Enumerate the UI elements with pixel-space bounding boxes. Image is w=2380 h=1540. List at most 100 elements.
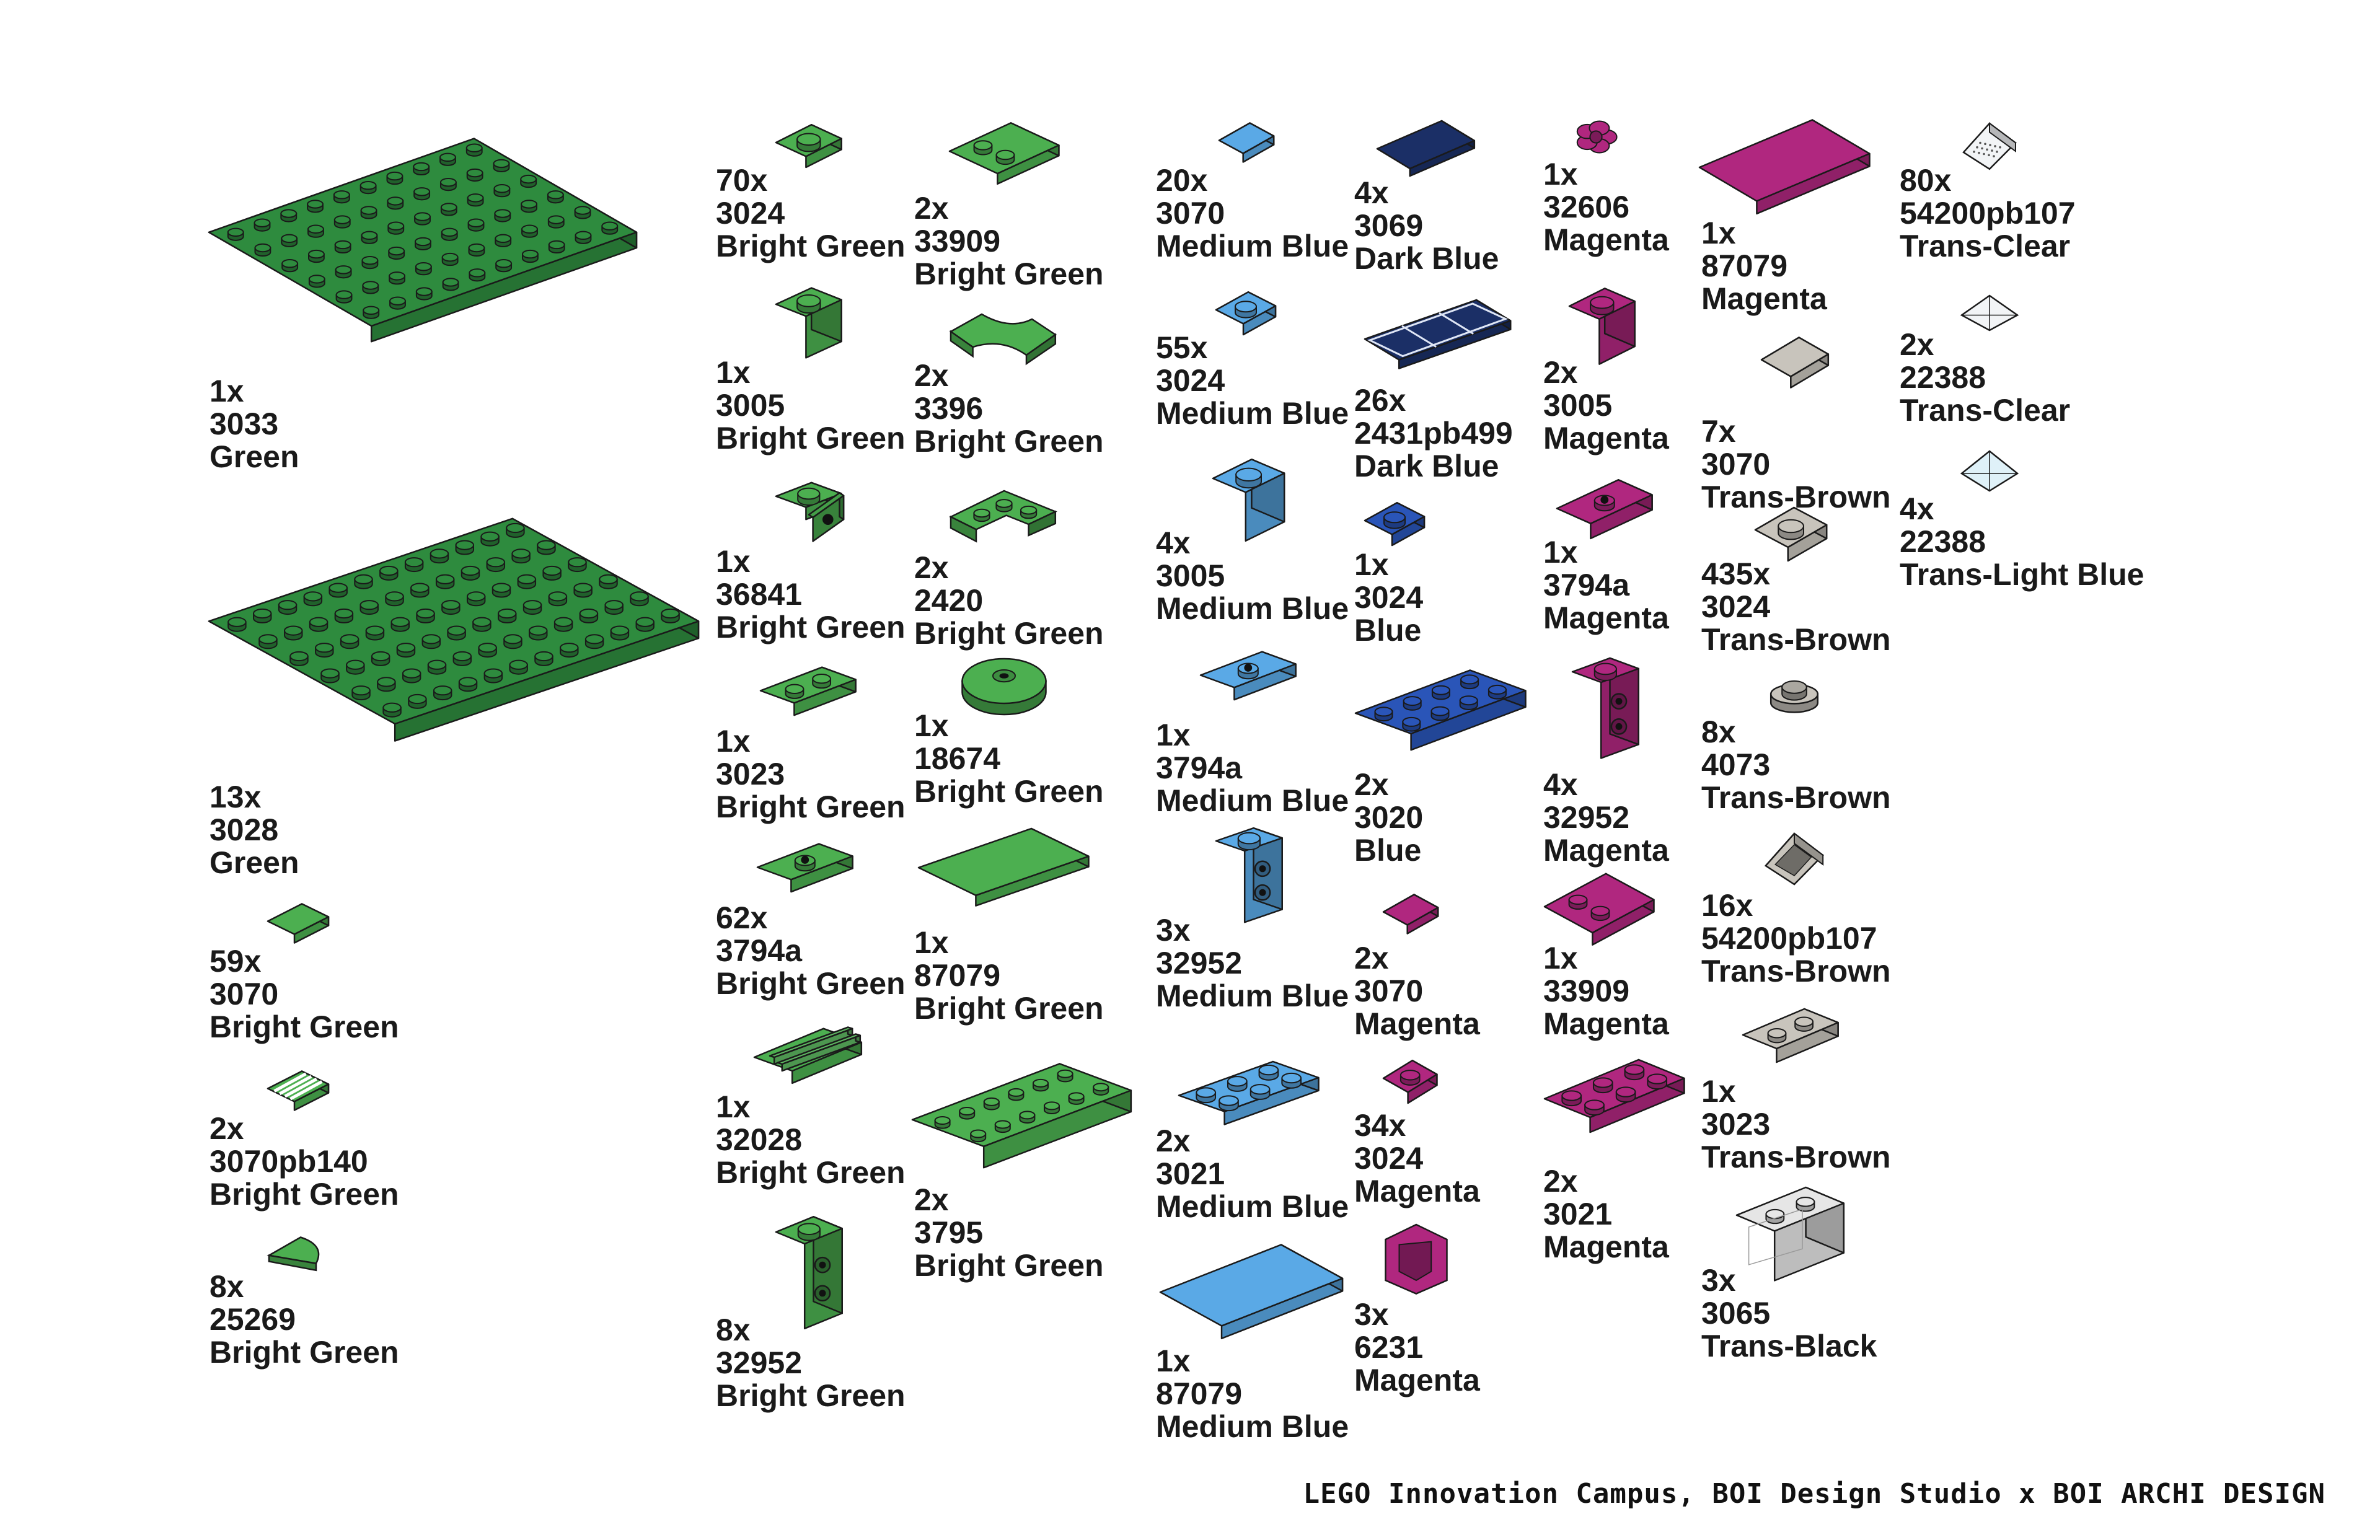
plate-stud — [334, 608, 354, 623]
inner-wall — [1748, 1208, 1803, 1265]
part-color-name: Medium Blue — [1156, 783, 1349, 818]
part-color-name: Blue — [1354, 833, 1422, 868]
plate-stud — [579, 608, 599, 623]
brick-stud — [1796, 1197, 1815, 1212]
part-color-name: Bright Green — [716, 1155, 906, 1190]
print-dot — [1983, 152, 1985, 156]
brick-1x1-icon — [1568, 288, 1636, 365]
plate-stud — [517, 574, 537, 589]
part-number: 32606 — [1543, 190, 1630, 224]
plate-stud — [359, 180, 377, 195]
side-stud-hole — [1259, 865, 1266, 873]
part-number: 33909 — [914, 224, 1001, 258]
part-number: 3070pb140 — [209, 1144, 368, 1179]
part-number: 3794a — [1156, 750, 1243, 785]
tile-quarter-round-icon — [267, 1236, 320, 1272]
plate-stud — [661, 608, 680, 623]
print-stripe — [273, 1072, 307, 1093]
brick-stud — [797, 1223, 821, 1241]
plate-stud — [495, 234, 512, 247]
brick-1x1-icon — [1212, 458, 1285, 542]
part-number: 2431pb499 — [1354, 416, 1513, 451]
plate-6x12-icon — [208, 517, 700, 742]
print-dot — [1999, 146, 2001, 149]
slope-pyramid-icon — [1960, 450, 2019, 492]
plate-stud — [1399, 1070, 1421, 1086]
tile-curved-icon — [949, 313, 1057, 366]
plate-stud — [308, 249, 325, 263]
plate-1x1-icon — [1754, 506, 1828, 562]
part-color-name: Medium Blue — [1156, 396, 1349, 431]
plate-stud — [604, 600, 624, 615]
part-number: 87079 — [1156, 1376, 1243, 1411]
plate-stud — [521, 224, 538, 238]
plate-stud — [934, 1116, 951, 1129]
part-quantity: 7x — [1701, 414, 1736, 449]
part-quantity: 1x — [1543, 941, 1578, 975]
tile-1x2-icon — [1376, 120, 1476, 177]
part-color-name: Bright Green — [914, 991, 1104, 1026]
part-number: 3024 — [1701, 589, 1771, 624]
part-quantity: 2x — [1543, 1164, 1578, 1199]
plate-stud — [389, 271, 406, 285]
plate-stud — [385, 591, 404, 607]
part-color-name: Trans-Black — [1701, 1329, 1877, 1363]
plate-stud — [440, 203, 457, 216]
plate-stud — [328, 583, 348, 598]
part-color-name: Bright Green — [209, 1010, 399, 1044]
part-color-name: Bright Green — [716, 1378, 906, 1413]
brick-1x1-icon — [775, 287, 842, 359]
part-quantity: 26x — [1354, 383, 1406, 418]
plate-stud — [351, 685, 371, 701]
plate-stud — [1008, 1088, 1025, 1101]
brick-stud — [1235, 467, 1262, 489]
plate-stud — [584, 634, 604, 649]
stud-hole — [801, 856, 809, 864]
side-stud-hole — [819, 1261, 826, 1269]
part-quantity: 3x — [1701, 1263, 1736, 1298]
part-quantity: 80x — [1900, 163, 1952, 198]
plate-stud — [1219, 1095, 1239, 1112]
plate-stud — [493, 159, 510, 172]
part-quantity: 1x — [914, 925, 949, 960]
plate-stud — [415, 287, 433, 301]
print-frame — [1367, 302, 1509, 358]
plate-2x6-icon — [911, 1063, 1132, 1169]
tile-1x1-printed-icon — [267, 1070, 330, 1111]
part-number: 3005 — [716, 388, 785, 423]
plate-1x2-icon — [759, 666, 857, 716]
corner-panel — [1385, 1223, 1448, 1295]
plate-stud — [315, 643, 334, 658]
bracket-stud — [797, 487, 821, 506]
plate-stud — [227, 227, 244, 241]
panel-corner-icon — [1385, 1223, 1448, 1295]
part-quantity: 2x — [914, 358, 949, 393]
plate-stud — [441, 600, 461, 615]
tile-stud — [973, 140, 993, 156]
plate-body — [1354, 669, 1527, 751]
tile-body — [1760, 337, 1830, 389]
part-quantity: 1x — [716, 724, 751, 759]
plate-stud — [630, 591, 649, 607]
plate-stud — [553, 617, 573, 632]
print-dot — [1976, 146, 1978, 149]
part-number: 3021 — [1156, 1156, 1225, 1191]
plate-stud — [333, 215, 351, 229]
part-number: 3023 — [716, 757, 785, 791]
plate-stud — [408, 693, 427, 709]
part-color-name: Magenta — [1543, 833, 1669, 868]
plate-stud — [1781, 680, 1807, 701]
part-color-name: Medium Blue — [1156, 591, 1349, 626]
part-number: 32952 — [1156, 946, 1243, 980]
